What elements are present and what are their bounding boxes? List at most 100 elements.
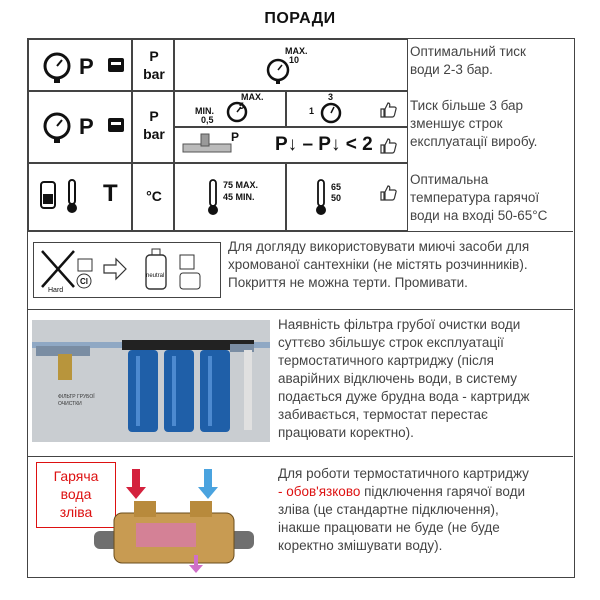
row1-text-line: води 2-3 бар. <box>410 62 493 77</box>
valve-p-label: P <box>231 130 240 144</box>
thumbs-up-icon-3 <box>380 185 397 201</box>
row3-unit-c: °C <box>146 188 162 204</box>
thumbs-up-icon <box>380 102 397 118</box>
row1-text-line: Оптимальний тиск <box>410 44 526 59</box>
filter-text-line: суттєво збільшує строк експлуатації <box>278 335 504 350</box>
filter-text: Наявність фільтра грубої очистки води су… <box>278 316 573 442</box>
pressure-gauge-icon-2 <box>43 112 71 143</box>
max-gauge-icon <box>266 58 290 84</box>
optimal-top: 3 <box>328 92 334 102</box>
row1-unit-bar: bar <box>143 66 165 82</box>
thermostatic-mixer-illustration <box>94 469 254 573</box>
min-value: 0,5 <box>201 115 214 125</box>
row3-text-line: води на вході 50-65°C <box>410 208 548 223</box>
filter-caption: ФІЛЬТР ГРУБОЇ ОЧИСТКИ <box>58 394 95 407</box>
max-label-2: MAX. <box>241 92 264 102</box>
cleaning-text-line: Покриття не можна терти. Промивати. <box>228 275 468 290</box>
filter-text-line: подається дуже брудна вода - картридж <box>278 389 530 404</box>
row2-text-line: експлуатації виробу. <box>410 134 538 149</box>
hot-box-line: Гаряча <box>53 468 99 484</box>
spec-table: P P bar MAX. 10 <box>28 39 408 231</box>
row2-text-line: Тиск більше 3 бар <box>410 98 524 113</box>
row3-text-line: Оптимальна <box>410 172 489 187</box>
temp-max: 75 MAX. <box>223 180 259 190</box>
temp-min: 45 MIN. <box>223 192 255 202</box>
row1-p-label: P <box>79 54 94 79</box>
row2-formula-cell: P P↓ – P↓ < 2 <box>174 127 408 163</box>
section-cleaning: Hard Cl neutral Для догляду використовув… <box>28 232 573 310</box>
max-gauge-label: MAX. <box>285 46 308 56</box>
cleaning-icons-box: Hard Cl neutral <box>33 242 221 298</box>
minmax-gauge-icon <box>226 101 248 123</box>
pressure-formula: P↓ – P↓ < 2 <box>275 134 373 155</box>
row2-text: Тиск більше 3 бар зменшує строк експлуат… <box>410 97 575 151</box>
section-hot-water: Гаряча вода зліва Для роботи термостатич… <box>28 457 573 579</box>
hot-water-text-line: коректно змішувати воду). <box>278 538 443 553</box>
section-filter: ФІЛЬТР ГРУБОЇ ОЧИСТКИ Наявність фільтра … <box>28 310 573 457</box>
cleaning-text-line: хромованої сантехніки (не містять розчин… <box>228 257 528 272</box>
tips-frame: P P bar MAX. 10 <box>27 38 575 578</box>
cleaning-text-line: Для догляду використовувати миючі засоби… <box>228 239 530 254</box>
filter-text-line: забивається, термостат перестає <box>278 407 488 422</box>
valve-icon <box>182 133 232 153</box>
hot-water-text-line: зліва (це стандартне підключення), <box>278 502 499 517</box>
thermometer-icon-2 <box>316 179 326 215</box>
filter-text-line: працювати коректно). <box>278 425 414 440</box>
filter-system-illustration <box>32 320 270 442</box>
hot-box-line: вода <box>60 486 92 502</box>
temp-lo: 50 <box>331 193 342 203</box>
temp-hi: 65 <box>331 182 342 192</box>
hot-water-text-line: інакше працювати не буде (не буде <box>278 520 500 535</box>
cl-label: Cl <box>80 277 88 286</box>
no-abrasive-icon <box>41 248 201 290</box>
faucet-icon-2 <box>108 118 124 132</box>
optimal-gauge-icon <box>320 102 342 124</box>
pressure-gauge-icon <box>43 52 71 83</box>
hot-water-box: Гаряча вода зліва <box>36 462 116 528</box>
filter-text-line: термостатичного картриджу (після <box>278 353 494 368</box>
hot-box-line: зліва <box>59 504 93 520</box>
thermometer-icon <box>208 179 218 215</box>
bottle-label: neutral <box>146 273 165 279</box>
filter-text-line: аварійних відключень води, в систему <box>278 371 518 386</box>
row3-range-cell: 75 MAX. 45 MIN. <box>174 163 286 231</box>
row1-unit-cell: P bar <box>132 39 174 91</box>
max-gauge-value: 10 <box>289 55 300 65</box>
row2-icons-cell: P <box>28 91 132 163</box>
page-title: ПОРАДИ <box>264 10 336 27</box>
row1-gauge-cell: MAX. 10 <box>174 39 408 91</box>
row3-optimal-cell: 65 50 <box>286 163 408 231</box>
after-red: підключення гарячої води <box>360 484 526 499</box>
row2-text-line: зменшує строк <box>410 116 503 131</box>
row3-icons-cell: T <box>28 163 132 231</box>
section-pressure-temperature: P P bar MAX. 10 <box>28 39 573 232</box>
cleaning-text: Для догляду використовувати миючі засоби… <box>228 238 573 292</box>
min-label: MIN. <box>195 106 214 116</box>
filter-text-line: Наявність фільтра грубої очистки води <box>278 317 521 332</box>
row2-p-label: P <box>79 114 94 139</box>
row1-text: Оптимальний тиск води 2-3 бар. <box>410 43 575 79</box>
optimal-left: 1 <box>309 106 315 116</box>
row2-optimal-cell: 3 1 <box>286 91 408 127</box>
red-emphasis: обов'язково <box>286 484 361 499</box>
max-value-2: 5 <box>239 101 245 111</box>
filter-image: ФІЛЬТР ГРУБОЇ ОЧИСТКИ <box>32 320 270 442</box>
red-prefix: - <box>278 484 287 499</box>
hot-water-text-line-red: - обов'язково підключення гарячої води <box>278 483 573 501</box>
row2-unit-cell: P bar <box>132 91 174 163</box>
row1-unit-p: P <box>149 48 159 64</box>
faucet-icon <box>108 58 124 72</box>
row3-text-line: температура гарячої <box>410 190 540 205</box>
hard-label: Hard <box>48 287 64 294</box>
row2-minmax-cell: MIN. 0,5 MAX. 5 <box>174 91 286 127</box>
thumbs-up-icon-2 <box>380 138 397 154</box>
row3-text: Оптимальна температура гарячої води на в… <box>410 171 575 225</box>
boiler-thermometer-icon <box>40 179 77 213</box>
row2-unit-p: P <box>149 108 159 124</box>
hot-water-text: Для роботи термостатичного картриджу - о… <box>278 465 573 555</box>
row1-icons-cell: P <box>28 39 132 91</box>
hot-water-text-line: Для роботи термостатичного картриджу <box>278 466 529 481</box>
row3-unit-cell: °C <box>132 163 174 231</box>
row2-unit-bar: bar <box>143 126 165 142</box>
row3-t-label: T <box>103 180 118 207</box>
